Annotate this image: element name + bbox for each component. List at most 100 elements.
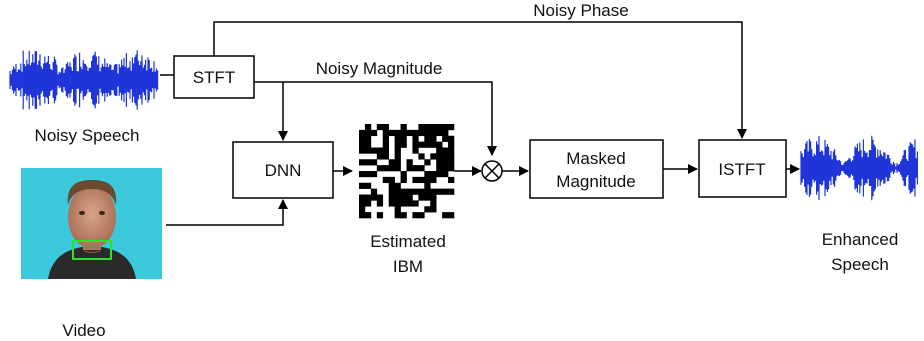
ibm-cell bbox=[376, 153, 384, 160]
ibm-cell bbox=[359, 159, 366, 166]
ibm-cell bbox=[430, 124, 437, 131]
ibm-cell bbox=[436, 159, 443, 166]
ibm-cell bbox=[418, 212, 425, 219]
video-label: Video bbox=[62, 321, 105, 340]
ibm-cell bbox=[442, 171, 449, 178]
istft-block: ISTFT bbox=[698, 139, 787, 198]
ibm-cell bbox=[436, 129, 443, 137]
ibm-cell bbox=[436, 188, 443, 195]
connector-noisy-phase bbox=[213, 21, 747, 139]
ibm-cell bbox=[436, 171, 443, 178]
ibm-cell bbox=[436, 165, 443, 172]
ibm-cell bbox=[436, 124, 443, 131]
ibm-cell bbox=[412, 129, 419, 137]
enhanced-speech-label-line2: Speech bbox=[831, 255, 889, 274]
ibm-cell bbox=[448, 212, 455, 219]
ibm-cell bbox=[370, 159, 378, 166]
ibm-cell bbox=[424, 159, 431, 166]
ibm-cell bbox=[394, 129, 401, 137]
ibm-cell bbox=[400, 141, 407, 148]
ibm-cell bbox=[412, 212, 419, 219]
ibm-mask bbox=[359, 124, 455, 219]
ibm-cell bbox=[370, 147, 378, 154]
ibm-cell bbox=[424, 206, 431, 213]
ibm-cell bbox=[364, 135, 372, 142]
ibm-cell bbox=[400, 171, 407, 178]
ibm-cell bbox=[359, 206, 366, 213]
ibm-cell bbox=[412, 165, 419, 172]
ibm-cell bbox=[364, 171, 372, 178]
ibm-cell bbox=[376, 147, 384, 154]
ibm-cell bbox=[364, 159, 372, 166]
ibm-cell bbox=[400, 135, 407, 142]
ibm-cell bbox=[382, 124, 389, 131]
ibm-cell bbox=[424, 182, 431, 189]
ibm-cell bbox=[430, 171, 437, 178]
ibm-cell bbox=[448, 153, 455, 160]
ibm-cell bbox=[448, 141, 455, 148]
ibm-cell bbox=[388, 182, 395, 189]
ibm-cell bbox=[400, 188, 407, 195]
ibm-cell bbox=[394, 188, 401, 195]
ibm-cell bbox=[442, 135, 449, 142]
ibm-cell bbox=[406, 200, 413, 207]
estimated-ibm-label-line2: IBM bbox=[393, 257, 423, 276]
ibm-cell bbox=[418, 153, 425, 160]
ibm-cell bbox=[364, 182, 372, 189]
ibm-cell bbox=[394, 194, 401, 201]
ibm-cell bbox=[442, 129, 449, 137]
ibm-cell bbox=[359, 135, 366, 142]
ibm-cell bbox=[388, 200, 395, 207]
ibm-cell bbox=[388, 165, 395, 172]
ibm-cell bbox=[430, 188, 437, 195]
ibm-cell bbox=[370, 171, 378, 178]
multiply-operator bbox=[481, 160, 503, 182]
ibm-cell bbox=[412, 188, 419, 195]
istft-label: ISTFT bbox=[718, 160, 765, 179]
ibm-cell bbox=[388, 176, 395, 184]
ibm-cell bbox=[382, 153, 389, 160]
ibm-cell bbox=[394, 165, 401, 172]
ibm-cell bbox=[400, 212, 407, 219]
ibm-cell bbox=[442, 159, 449, 166]
ibm-cell bbox=[400, 124, 407, 131]
ibm-cell bbox=[418, 165, 425, 172]
estimated-ibm-label-line1: Estimated bbox=[370, 232, 446, 251]
stft-label: STFT bbox=[193, 68, 236, 87]
ibm-cell bbox=[376, 194, 384, 201]
ibm-cell bbox=[412, 135, 419, 142]
ibm-cell bbox=[376, 200, 384, 207]
ibm-cell bbox=[364, 124, 372, 131]
ibm-cell bbox=[418, 129, 425, 137]
ibm-cell bbox=[376, 212, 384, 219]
ibm-cell bbox=[382, 147, 389, 154]
connector-noisy-magnitude bbox=[254, 81, 497, 156]
ibm-cell bbox=[424, 176, 431, 184]
ibm-cell bbox=[394, 153, 401, 160]
video-thumbnail bbox=[21, 168, 162, 279]
ibm-cell bbox=[448, 147, 455, 154]
ibm-cell bbox=[394, 212, 401, 219]
ibm-cell bbox=[394, 135, 401, 142]
ibm-cell bbox=[382, 135, 389, 142]
ibm-cell bbox=[406, 165, 413, 172]
ibm-cell bbox=[376, 165, 384, 172]
ibm-cell bbox=[394, 200, 401, 207]
ibm-cell bbox=[442, 212, 449, 219]
ibm-cell bbox=[359, 212, 366, 219]
ibm-cell bbox=[382, 176, 389, 184]
noisy-waveform bbox=[9, 50, 159, 110]
ibm-cell bbox=[436, 153, 443, 160]
dnn-block: DNN bbox=[232, 141, 334, 199]
ibm-cell bbox=[418, 124, 425, 131]
ibm-cell bbox=[424, 188, 431, 195]
ibm-cell bbox=[364, 212, 372, 219]
ibm-cell bbox=[424, 194, 431, 201]
ibm-cell bbox=[430, 129, 437, 137]
ibm-cell bbox=[376, 124, 384, 131]
ibm-cell bbox=[394, 159, 401, 166]
noisy-phase-label: Noisy Phase bbox=[533, 1, 628, 20]
ibm-cell bbox=[430, 206, 437, 213]
ibm-cell bbox=[430, 135, 437, 142]
